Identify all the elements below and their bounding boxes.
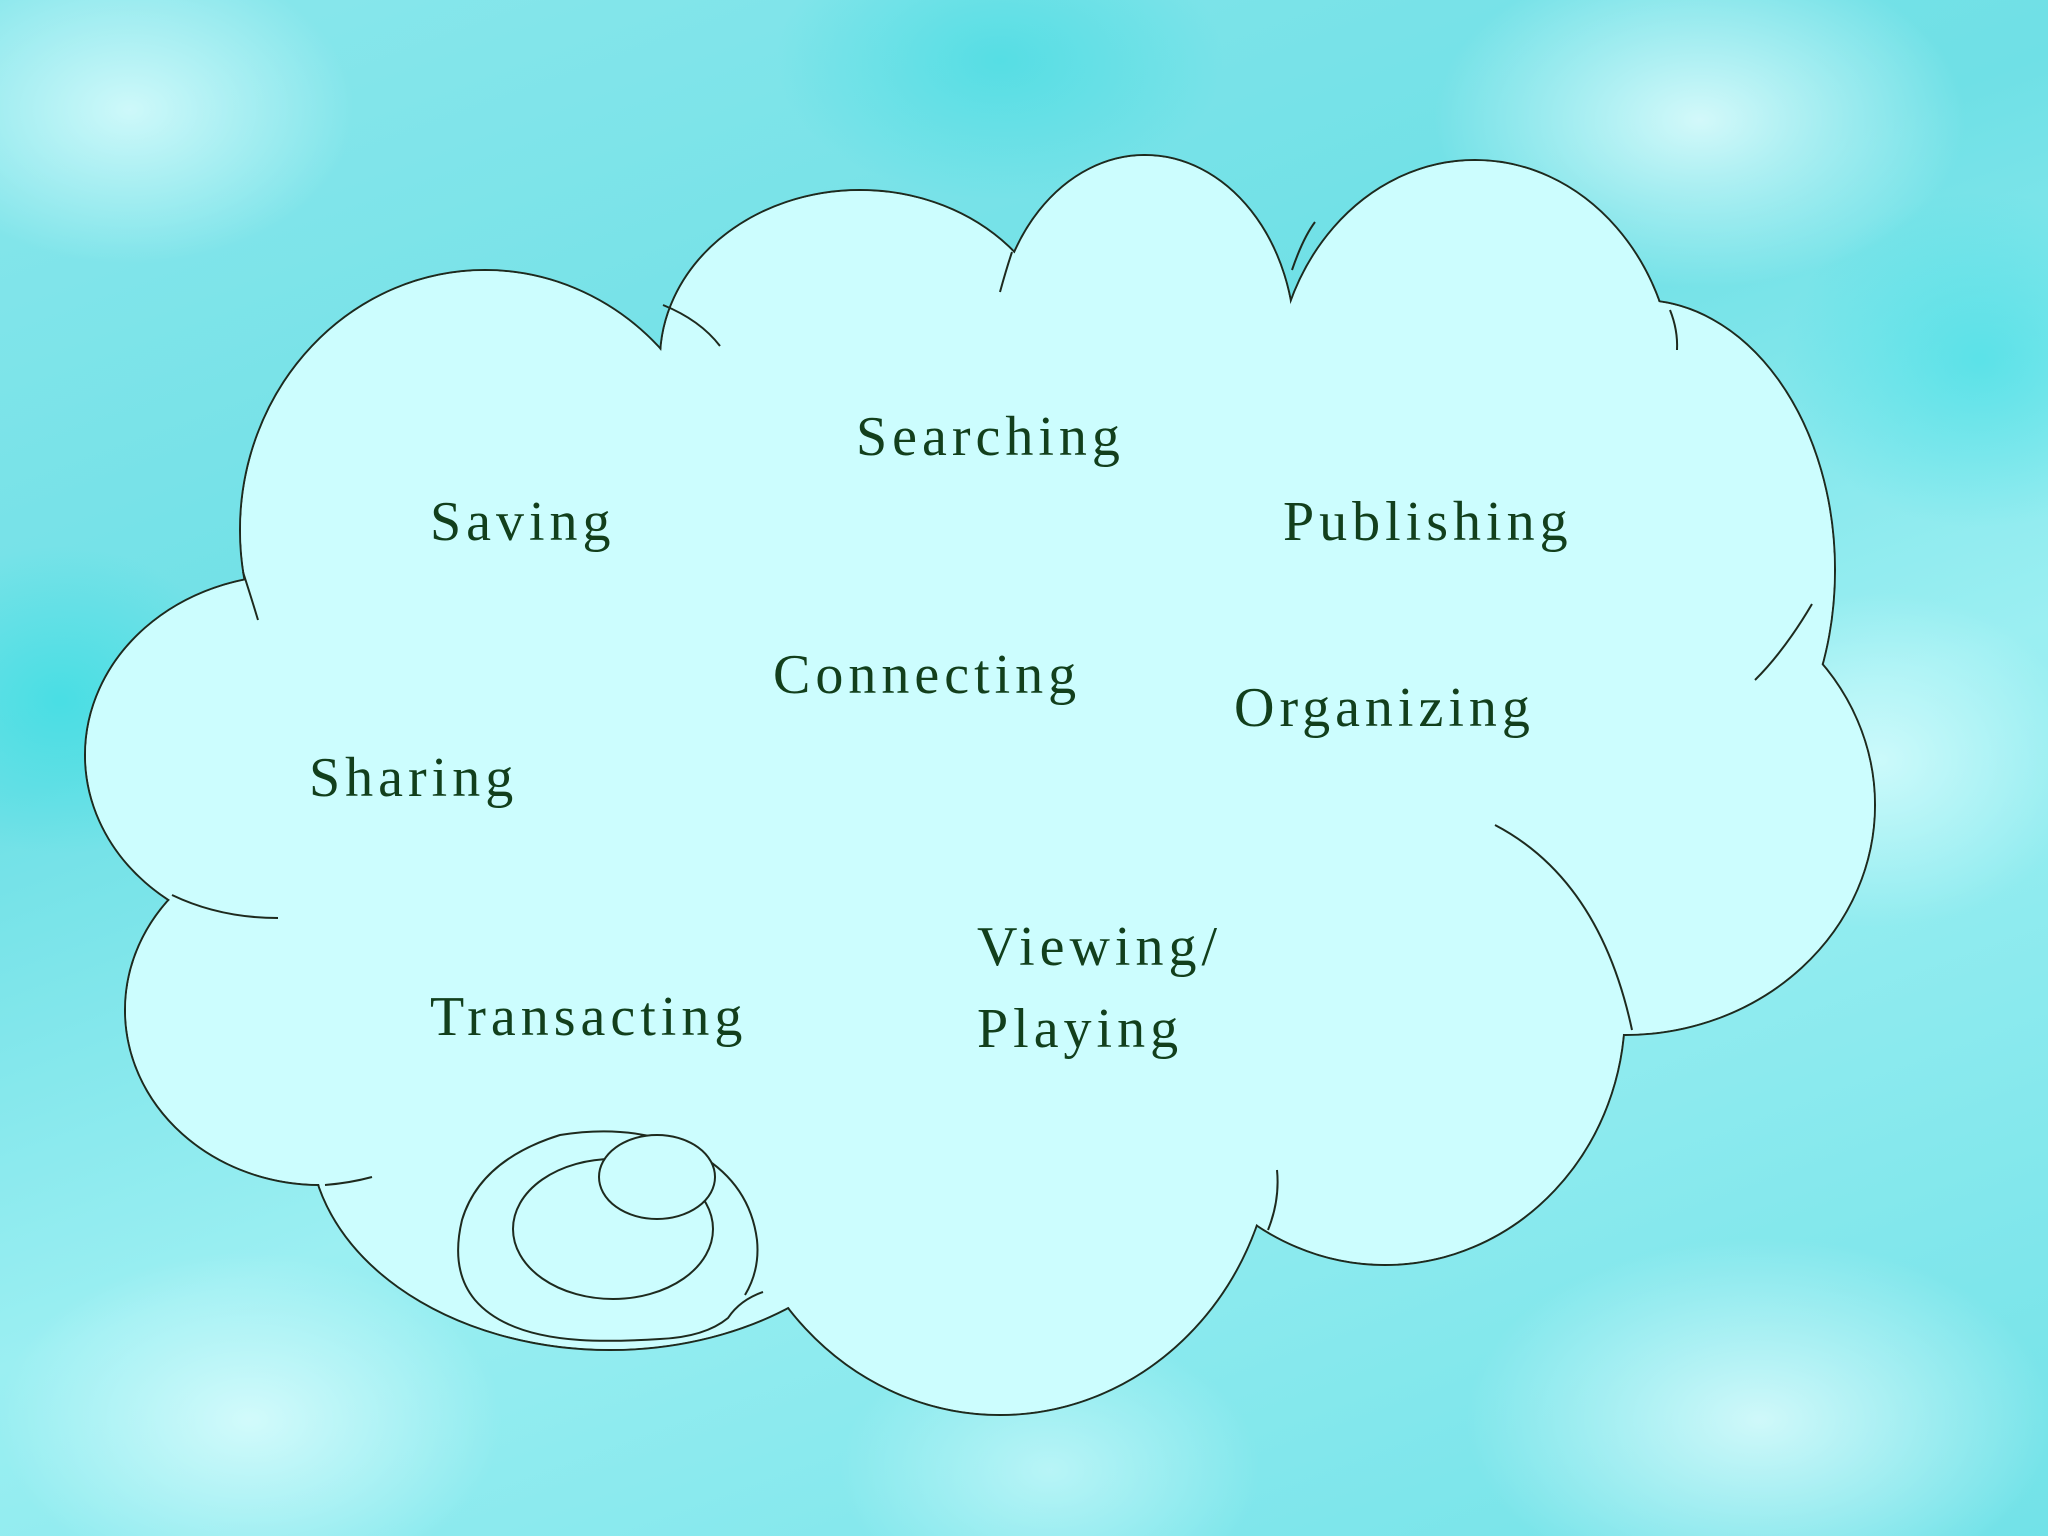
label-connecting: Connecting <box>773 644 1082 706</box>
label-transacting: Transacting <box>430 986 748 1048</box>
label-searching: Searching <box>856 406 1125 468</box>
label-saving: Saving <box>430 491 616 553</box>
tail-small-bubble <box>598 1134 716 1220</box>
label-viewing-playing: Viewing/ Playing <box>977 906 1307 1070</box>
cloud-seam-lines <box>171 221 1813 1231</box>
label-organizing: Organizing <box>1234 677 1535 739</box>
label-viewing-line1: Viewing/ <box>977 916 1223 978</box>
label-publishing: Publishing <box>1283 491 1573 553</box>
label-sharing: Sharing <box>309 747 519 809</box>
label-viewing-line2: Playing <box>977 998 1184 1060</box>
thought-bubble-tail <box>457 1130 764 1342</box>
